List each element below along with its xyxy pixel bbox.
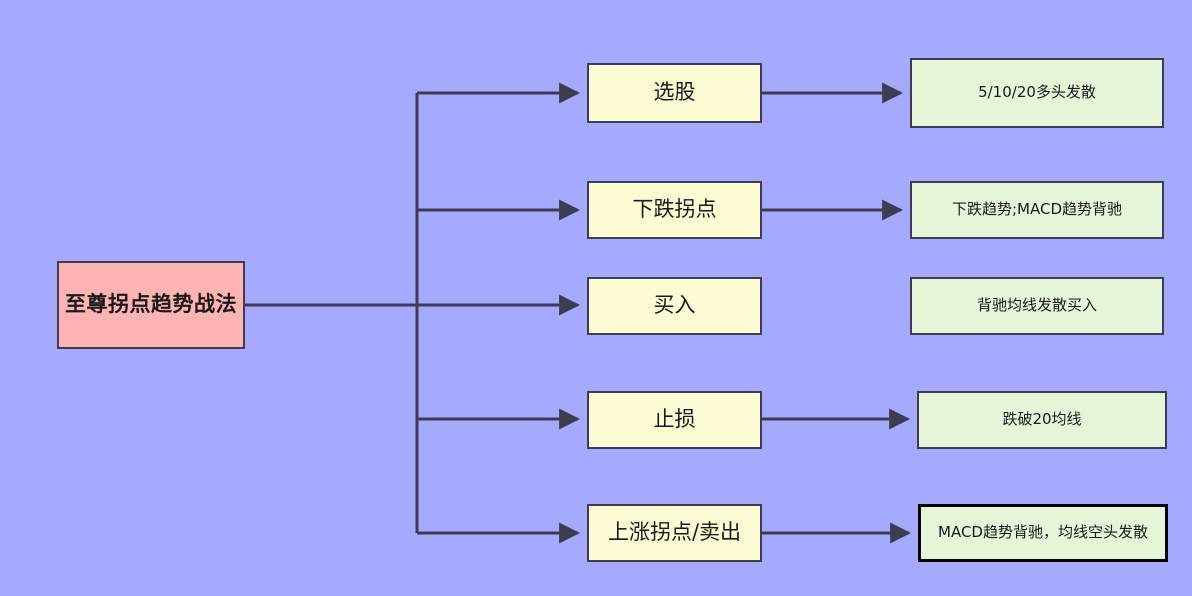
detail-node-1-label: 5/10/20多头发散: [978, 83, 1096, 102]
stage-node-2[interactable]: 下跌拐点: [587, 181, 762, 239]
detail-node-4[interactable]: 跌破20均线: [917, 391, 1167, 449]
detail-node-5-label: MACD趋势背驰，均线空头发散: [938, 523, 1148, 542]
stage-node-4-label: 止损: [653, 407, 696, 432]
detail-node-3-label: 背驰均线发散买入: [976, 296, 1097, 315]
detail-node-3[interactable]: 背驰均线发散买入: [910, 277, 1164, 335]
stage-node-1[interactable]: 选股: [587, 63, 762, 123]
stage-node-3[interactable]: 买入: [587, 277, 762, 335]
stage-node-5[interactable]: 上涨拐点/卖出: [587, 504, 762, 562]
stage-node-3-label: 买入: [653, 293, 696, 318]
root-node-label: 至尊拐点趋势战法: [65, 292, 237, 317]
stage-node-4[interactable]: 止损: [587, 391, 762, 449]
detail-node-2[interactable]: 下跌趋势;MACD趋势背驰: [910, 181, 1164, 239]
stage-node-1-label: 选股: [653, 80, 696, 105]
stage-node-5-label: 上涨拐点/卖出: [607, 520, 742, 545]
stage-node-2-label: 下跌拐点: [632, 197, 717, 222]
detail-node-2-label: 下跌趋势;MACD趋势背驰: [951, 200, 1123, 219]
root-node[interactable]: 至尊拐点趋势战法: [57, 261, 245, 349]
detail-node-4-label: 跌破20均线: [1002, 410, 1082, 429]
detail-node-1[interactable]: 5/10/20多头发散: [910, 58, 1164, 128]
detail-node-5[interactable]: MACD趋势背驰，均线空头发散: [918, 504, 1168, 562]
